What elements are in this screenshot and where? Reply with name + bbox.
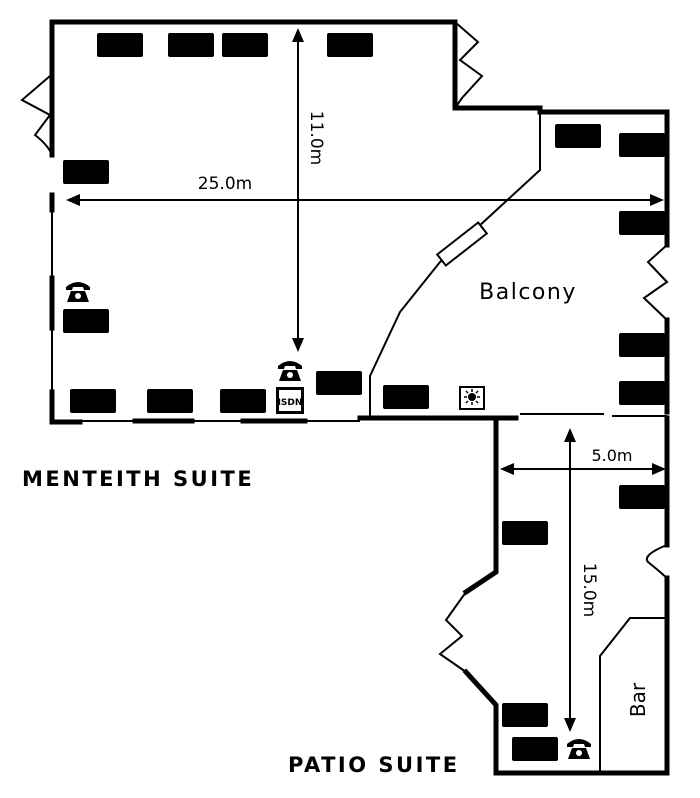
- power-socket-icon: [97, 33, 143, 57]
- dimension-lines: [66, 28, 666, 732]
- telephone-icon: [567, 739, 591, 759]
- menteith-suite-title: MENTEITH SUITE: [22, 467, 254, 491]
- dim-patio-depth: 15.0m: [579, 563, 599, 617]
- bar-label: Bar: [626, 682, 650, 717]
- power-socket-icon: [619, 133, 665, 157]
- patio-suite-title: PATIO SUITE: [288, 753, 460, 777]
- power-sockets: [63, 33, 665, 761]
- power-socket-icon: [70, 389, 116, 413]
- power-socket-icon: [147, 389, 193, 413]
- dim-menteith-depth: 11.0m: [306, 111, 326, 165]
- telephone-icon: [66, 282, 90, 302]
- light-point-icon: [459, 386, 485, 410]
- telephone-icon: [278, 361, 302, 381]
- power-socket-icon: [619, 211, 665, 235]
- patio-walls: [462, 415, 670, 776]
- dim-patio-width: 5.0m: [591, 446, 632, 465]
- isdn-point-icon: ISDN: [276, 387, 304, 414]
- balcony-label: Balcony: [479, 280, 577, 305]
- power-socket-icon: [316, 371, 362, 395]
- menteith-walls: [49, 19, 670, 425]
- power-socket-icon: [168, 33, 214, 57]
- power-socket-icon: [619, 381, 665, 405]
- power-socket-icon: [383, 385, 429, 409]
- power-socket-icon: [327, 33, 373, 57]
- balcony-window: [435, 221, 489, 267]
- power-socket-icon: [619, 485, 665, 509]
- power-socket-icon: [502, 703, 548, 727]
- isdn-label: ISDN: [278, 398, 303, 408]
- power-socket-icon: [222, 33, 268, 57]
- power-socket-icon: [512, 737, 558, 761]
- power-socket-icon: [502, 521, 548, 545]
- door-swings: [20, 21, 669, 673]
- power-socket-icon: [619, 333, 665, 357]
- dim-menteith-width: 25.0m: [198, 174, 252, 194]
- power-socket-icon: [63, 309, 109, 333]
- power-socket-icon: [220, 389, 266, 413]
- power-socket-icon: [555, 124, 601, 148]
- power-socket-icon: [63, 160, 109, 184]
